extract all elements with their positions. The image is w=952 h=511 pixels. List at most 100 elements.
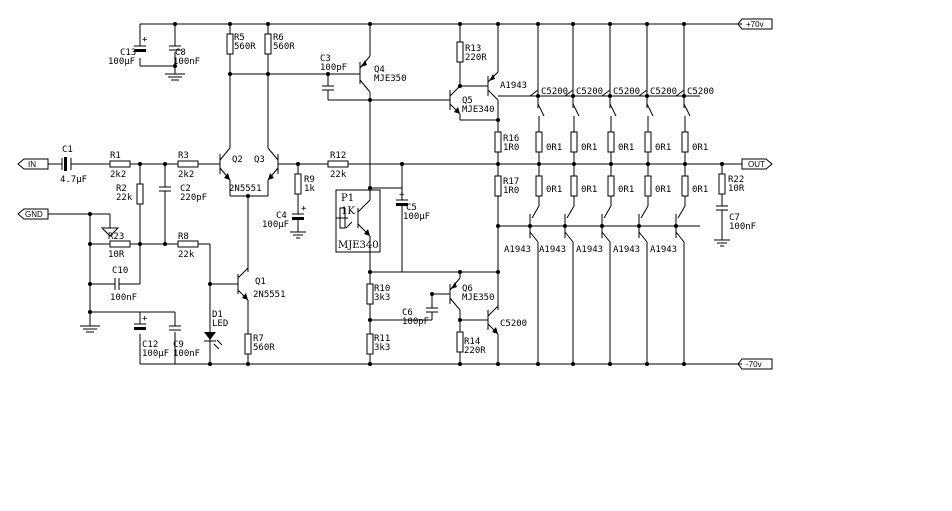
q2-q3-type: 2N5551	[229, 184, 262, 194]
q2-ref: Q2	[232, 155, 243, 165]
c6-ref: C6	[402, 308, 413, 318]
output-pnp-type: A1943	[650, 245, 677, 255]
emitter-resistor-top: 0R1	[581, 143, 597, 153]
r22-value: 10R	[728, 184, 745, 194]
output-npn-type: C5200	[613, 87, 640, 97]
supply-rails	[90, 23, 742, 365]
emitter-resistor-bottom: 0R1	[618, 185, 634, 195]
output-stage: C5200A19430R10R1C5200A19430R10R1C5200A19…	[504, 22, 714, 366]
r5-ref: R5	[234, 33, 245, 43]
output-npn-type: C5200	[650, 87, 677, 97]
r6-ref: R6	[273, 33, 284, 43]
c6-value: 100pF	[402, 317, 429, 327]
q6-ref: Q6	[462, 284, 473, 294]
svg-text:+: +	[399, 190, 405, 200]
emitter-resistor-top: 0R1	[692, 143, 708, 153]
d1-value: LED	[212, 319, 228, 329]
port-gnd: GND	[17, 208, 49, 220]
r12-value: 22k	[330, 170, 347, 180]
r11-value: 3k3	[374, 343, 390, 353]
r13-ref: R13	[465, 44, 481, 54]
c7-ref: C7	[729, 213, 740, 223]
output-npn-type: C5200	[576, 87, 603, 97]
emitter-resistor-top: 0R1	[655, 143, 671, 153]
r11-ref: R11	[374, 334, 390, 344]
r9-ref: R9	[304, 175, 315, 185]
r10-ref: R10	[374, 284, 390, 294]
r14-ref: R14	[464, 337, 480, 347]
r7-ref: R7	[253, 334, 264, 344]
driver-pnp-type: A1943	[500, 81, 527, 91]
c9-ref: C9	[173, 340, 184, 350]
d1-ref: D1	[212, 310, 223, 320]
port-vpos-label: +70v	[746, 20, 764, 29]
output-npn-type: C5200	[687, 87, 714, 97]
input-network	[48, 157, 220, 366]
emitter-resistor-bottom: 0R1	[655, 185, 671, 195]
output-npn-type: C5200	[541, 87, 568, 97]
port-vpos: +70v	[737, 18, 773, 30]
r1-ref: R1	[110, 151, 121, 161]
c8-value: 100nF	[173, 57, 200, 67]
emitter-resistor-bottom: 0R1	[546, 185, 562, 195]
r8-value: 22k	[178, 250, 195, 260]
c10-ref: C10	[112, 266, 128, 276]
r8-ref: R8	[178, 232, 189, 242]
emitter-resistor-top: 0R1	[546, 143, 562, 153]
r23-ref: R23	[108, 232, 124, 242]
emitter-resistor-bottom: 0R1	[581, 185, 597, 195]
c10-value: 100nF	[110, 293, 137, 303]
r3-value: 2k2	[178, 170, 194, 180]
c4-ref: C4	[276, 211, 287, 221]
c9-value: 100nF	[173, 349, 200, 359]
r13-value: 220R	[465, 53, 487, 63]
r22-ref: R22	[728, 175, 744, 185]
differential-pair	[204, 22, 742, 366]
port-vneg: -70v	[737, 358, 773, 370]
output-pnp-type: A1943	[576, 245, 603, 255]
c13-value: 100µF	[108, 57, 135, 67]
q1-ref: Q1	[255, 277, 266, 287]
svg-text:+: +	[142, 314, 148, 324]
vbe-transistor-type: MJE340	[338, 240, 379, 251]
svg-text:+: +	[142, 35, 148, 45]
c12-ref: C12	[142, 340, 158, 350]
port-in-label: IN	[28, 160, 36, 169]
c12-value: 100µF	[142, 349, 169, 359]
zobel-network	[714, 162, 730, 247]
q6-type: MJE350	[462, 293, 495, 303]
output-pnp-type: A1943	[504, 245, 531, 255]
c13-c8-decoupling: + +	[134, 22, 185, 331]
c5-value: 100µF	[403, 212, 430, 222]
c1-value: 4.7µF	[60, 175, 87, 185]
output-pnp-type: A1943	[539, 245, 566, 255]
q1-type: 2N5551	[253, 290, 286, 300]
port-gnd-label: GND	[25, 210, 43, 219]
r23-value: 10R	[108, 250, 125, 260]
port-in: IN	[17, 158, 49, 170]
c3-value: 100pF	[320, 63, 347, 73]
r9-c4: +	[290, 164, 307, 239]
p1-value: 1K	[341, 206, 355, 217]
driver-stage	[370, 22, 700, 366]
r12-ref: R12	[330, 151, 346, 161]
port-vneg-label: -70v	[746, 360, 762, 369]
part-labels: C1 4.7µF R1 2k2 R2 22k R3 2k2 C2 220pF R…	[60, 33, 756, 359]
c7-value: 100nF	[729, 222, 756, 232]
c4-value: 100µF	[262, 220, 289, 230]
r5-value: 560R	[234, 42, 256, 52]
c13-ref: C13	[120, 48, 136, 58]
q4-type: MJE350	[374, 74, 407, 84]
port-out: OUT	[741, 158, 773, 170]
r14-value: 220R	[464, 346, 486, 356]
q4-ref: Q4	[374, 65, 385, 75]
vas-stage: +	[230, 22, 432, 366]
r16-value: 1R0	[503, 143, 519, 153]
r10-value: 3k3	[374, 293, 390, 303]
c1-ref: C1	[62, 145, 73, 155]
